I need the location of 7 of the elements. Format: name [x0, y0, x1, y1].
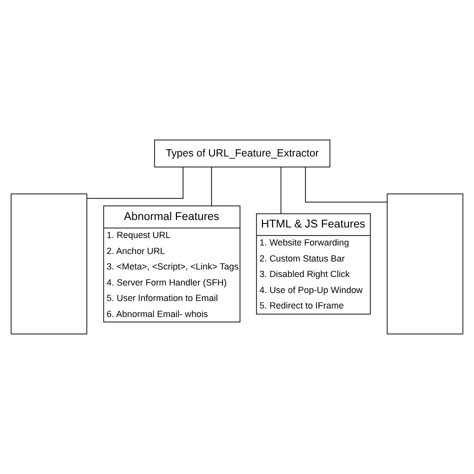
node-box [10, 194, 88, 334]
connector [280, 166, 282, 214]
node-box [386, 194, 464, 334]
node-box: Types of URL_Feature_Extractor [154, 140, 330, 168]
connector [211, 166, 212, 206]
connector [305, 166, 388, 203]
connector [86, 166, 184, 199]
